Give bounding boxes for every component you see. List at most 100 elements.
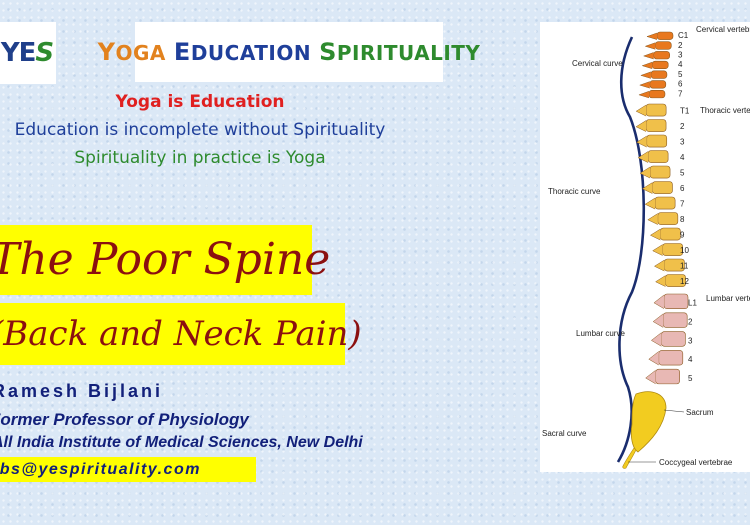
thoracic-number-11: 11	[680, 262, 689, 271]
yes-logo-mark: YES	[0, 38, 54, 68]
label-coccygeal-vertebrae: Coccygeal vertebrae	[659, 458, 733, 467]
cervical-vertebra-3	[653, 51, 670, 60]
cervical-number-6: 6	[678, 80, 683, 89]
brand-word-spirituality: SPIRITUALITY	[319, 38, 481, 66]
vertebrae-group	[635, 31, 689, 385]
motto-line-2: Education is incomplete without Spiritua…	[14, 120, 386, 140]
thoracic-spinous-process-4	[637, 151, 649, 163]
cervical-number-1: C1	[678, 31, 689, 40]
thoracic-vertebra-11	[664, 258, 685, 272]
lumbar-number-3: 3	[688, 336, 693, 345]
thoracic-number-7: 7	[680, 200, 685, 209]
thoracic-number-4: 4	[680, 153, 685, 162]
cervical-vertebra-4	[651, 60, 669, 70]
lumbar-vertebra-4	[658, 350, 684, 366]
thoracic-number-5: 5	[680, 169, 685, 178]
coccyx-shape	[622, 447, 637, 469]
thoracic-number-6: 6	[680, 184, 685, 193]
thoracic-spinous-process-9	[649, 228, 661, 241]
lumbar-vertebra-5	[655, 368, 680, 385]
lumbar-number-1: L1	[688, 299, 697, 308]
thoracic-vertebra-3	[646, 134, 668, 148]
thoracic-number-8: 8	[680, 215, 685, 224]
cervical-spinous-process-6	[639, 81, 650, 89]
curve-indicator-line	[616, 36, 646, 463]
thoracic-spinous-process-10	[652, 244, 663, 256]
lumbar-spinous-process-5	[645, 370, 656, 385]
cervical-spinous-process-3	[642, 52, 654, 60]
cervical-spinous-process-4	[641, 61, 653, 69]
cervical-number-7: 7	[678, 89, 683, 98]
thoracic-vertebra-8	[657, 212, 679, 225]
thoracic-spinous-process-6	[641, 182, 653, 194]
brand-banner: YOGA EDUCATION SPIRITUALITY	[98, 22, 480, 82]
lumbar-number-2: 2	[688, 318, 693, 327]
thoracic-spinous-process-8	[647, 213, 658, 225]
thoracic-vertebra-5	[649, 165, 671, 179]
cervical-vertebra-7	[648, 89, 666, 99]
cervical-number-5: 5	[678, 70, 683, 79]
sacrum-pointer	[663, 409, 685, 413]
motto-line-1: Yoga is Education	[115, 92, 285, 112]
thoracic-spinous-process-12	[655, 275, 666, 287]
lumbar-spinous-process-2	[652, 313, 664, 328]
cervical-vertebra-2	[654, 41, 672, 50]
yes-logo: YES	[0, 22, 56, 84]
label-sacrum: Sacrum	[686, 408, 714, 417]
thoracic-spinous-process-11	[653, 259, 665, 272]
lumbar-vertebra-2	[662, 312, 688, 328]
thoracic-spinous-process-2	[635, 120, 647, 132]
cervical-spinous-process-5	[640, 71, 651, 79]
label-lumbar-curve: Lumbar curve	[576, 329, 625, 338]
lumbar-vertebra-3	[661, 331, 686, 347]
thoracic-spinous-process-7	[644, 197, 656, 210]
thoracic-vertebra-9	[660, 227, 681, 241]
thoracic-number-3: 3	[680, 138, 685, 147]
thoracic-number-2: 2	[680, 122, 685, 131]
label-sacral-curve: Sacral curve	[542, 429, 587, 438]
brand-word-education: EDUCATION	[173, 38, 312, 66]
title-line-1: The Poor Spine	[0, 225, 330, 295]
cervical-number-3: 3	[678, 50, 683, 59]
thoracic-vertebra-2	[645, 119, 667, 132]
thoracic-spinous-process-3	[636, 135, 647, 148]
cervical-vertebra-5	[650, 70, 668, 79]
thoracic-spinous-process-1	[635, 104, 647, 117]
label-cervical-curve: Cervical curve	[572, 59, 623, 68]
cervical-spinous-process-2	[644, 42, 656, 50]
cervical-vertebra-6	[649, 80, 667, 89]
thoracic-vertebra-7	[654, 196, 676, 210]
author-role: Former Professor of Physiology	[0, 410, 249, 429]
motto-line-3: Spirituality in practice is Yoga	[74, 148, 326, 168]
label-lumbar-vertebrae: Lumbar vertebrae	[706, 294, 750, 303]
thoracic-number-9: 9	[680, 231, 685, 240]
thoracic-vertebra-4	[647, 150, 669, 163]
thoracic-number-10: 10	[680, 246, 689, 255]
cervical-vertebra-1	[656, 31, 674, 40]
lumbar-spinous-process-1	[653, 294, 665, 309]
author-institution: All India Institute of Medical Sciences,…	[0, 434, 363, 451]
lumbar-number-5: 5	[688, 374, 693, 383]
cervical-spinous-process-1	[646, 32, 658, 40]
cervical-number-2: 2	[678, 41, 683, 50]
author-email: rbs@yespirituality.com	[0, 457, 256, 482]
sacrum-shape	[630, 391, 667, 453]
lumbar-spinous-process-4	[648, 351, 659, 366]
author-name: Ramesh Bijlani	[0, 381, 164, 401]
thoracic-spinous-process-5	[639, 166, 651, 179]
title-line-2: (Back and Neck Pain)	[0, 303, 362, 365]
label-thoracic-curve: Thoracic curve	[548, 187, 601, 196]
label-thoracic-vertebrae: Thoracic vertebrae	[700, 106, 750, 115]
brand-word-yoga: YOGA	[97, 38, 166, 66]
thoracic-number-1: T1	[680, 107, 690, 116]
lumbar-spinous-process-3	[650, 332, 662, 347]
cervical-spinous-process-7	[638, 91, 650, 99]
thoracic-number-12: 12	[680, 277, 689, 286]
thoracic-vertebra-1	[645, 103, 667, 117]
lumbar-vertebra-1	[663, 293, 689, 309]
thoracic-vertebra-6	[652, 181, 673, 194]
label-cervical-vertebrae: Cervical vertebrae	[696, 25, 750, 34]
